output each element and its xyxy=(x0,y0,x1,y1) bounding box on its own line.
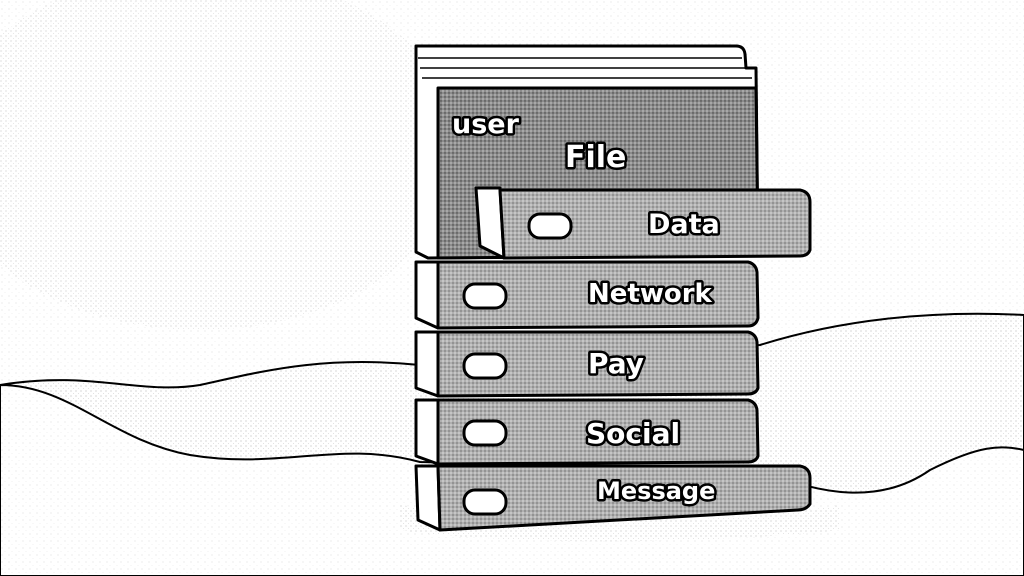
drawer-front xyxy=(436,330,760,398)
drawer-network[interactable]: Network xyxy=(414,260,760,330)
user-label: user xyxy=(452,109,520,140)
drawer-front xyxy=(498,188,812,260)
ground-shadow xyxy=(400,505,840,542)
drawer-label: Network xyxy=(588,279,713,309)
drawer-label: Pay xyxy=(588,347,644,380)
drawer-message[interactable]: Message xyxy=(414,464,812,532)
drawer-side-panel xyxy=(414,260,440,330)
drawer-handle[interactable] xyxy=(527,212,573,240)
background-shade xyxy=(0,0,460,330)
file-label: File xyxy=(565,140,626,175)
drawer-side-panel xyxy=(414,330,440,398)
drawer-front xyxy=(436,464,812,532)
drawer-side-panel xyxy=(414,464,442,532)
drawer-social[interactable]: Social xyxy=(414,398,760,466)
drawer-handle[interactable] xyxy=(462,419,508,447)
drawer-front xyxy=(436,398,760,466)
drawer-label: Social xyxy=(586,417,680,450)
drawer-label: Message xyxy=(597,477,715,505)
drawer-pay[interactable]: Pay xyxy=(414,330,760,398)
drawer-handle[interactable] xyxy=(462,352,508,380)
drawer-side-panel xyxy=(414,398,440,466)
drawer-front xyxy=(436,260,760,330)
drawer-label: Data xyxy=(648,209,720,240)
drawer-data[interactable]: Data xyxy=(474,186,812,260)
drawer-handle[interactable] xyxy=(462,282,508,310)
drawer-handle[interactable] xyxy=(462,488,508,516)
